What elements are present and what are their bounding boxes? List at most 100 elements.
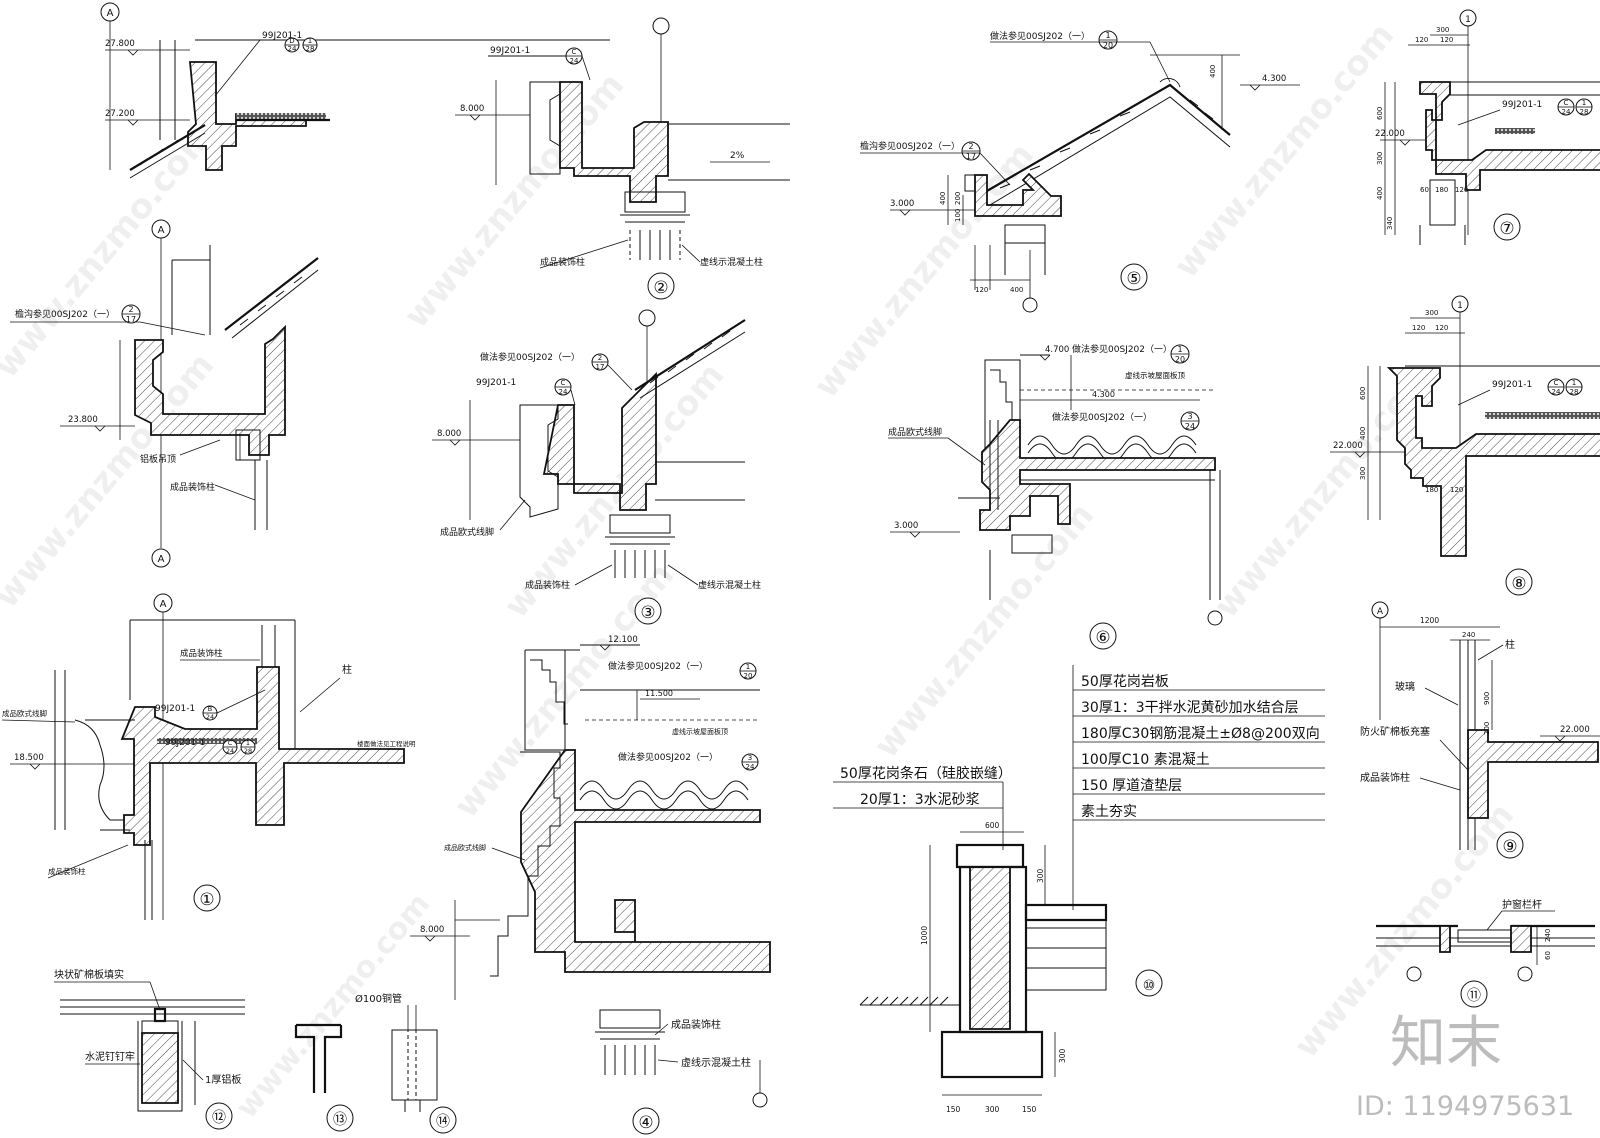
column-label: 柱	[342, 663, 352, 676]
drawing-text: C	[572, 48, 577, 56]
drawing-text: ⑦	[1499, 219, 1514, 239]
dim-240: 240	[1462, 631, 1475, 639]
axis-label: A	[107, 8, 114, 19]
dim-60: 60	[1420, 186, 1429, 194]
level-23800: 23.800	[68, 415, 98, 425]
dim-340: 340	[1386, 217, 1394, 230]
drawing-text: 24	[570, 57, 579, 65]
drawing-text: 1	[746, 663, 750, 671]
drawing-text: ⑥	[1095, 628, 1110, 648]
detail-number-2	[647, 272, 675, 300]
drawing-text: 28	[1580, 108, 1589, 116]
drawing-text: 1	[1465, 15, 1471, 25]
deco-column-label: 成品装饰柱	[525, 579, 570, 591]
drawing-text: 17	[126, 315, 136, 324]
drawing-text: 1	[246, 739, 250, 747]
detail-number-13	[326, 1104, 354, 1132]
detail-number-4	[632, 1107, 660, 1135]
dim-60: 60	[1544, 951, 1552, 960]
drawing-text: 3	[1187, 412, 1192, 421]
dim-900: 900	[1483, 692, 1491, 705]
pipe-label: Ø100铜管	[355, 992, 402, 1005]
detail-4: 12.100 做法参见00SJ202（一） 1 20 11.500 虚线示坡屋面…	[410, 635, 771, 1135]
floor-note: 楼面做法见工程说明	[357, 739, 416, 748]
detail-2: 99J201-1 C 24 2% 8.000 成品装饰柱 虚线示混凝土柱 ②	[455, 17, 790, 300]
dim-300b: 300	[1359, 467, 1367, 480]
layer-left-2: 20厚1：3水泥砂浆	[860, 792, 980, 808]
detail-number-1	[193, 884, 221, 912]
detail-9: A 1200 240 柱 玻璃 防火矿棉板充塞 成品装饰柱 22.000 900…	[1360, 601, 1600, 859]
note-00sj202-1: 做法参见00SJ202（一）	[608, 660, 708, 672]
level-3000: 3.000	[890, 199, 914, 209]
drawing-text: 2	[968, 142, 973, 151]
detail-number-12	[205, 1102, 233, 1130]
level-22000: 22.000	[1560, 725, 1590, 735]
level-22000: 22.000	[1375, 129, 1405, 139]
drawing-text: 3	[748, 754, 752, 762]
level-4300: 4.300	[1092, 390, 1115, 399]
note-00sj202: 做法参见00SJ202（一）	[480, 351, 580, 363]
dim-120b: 120	[1435, 324, 1448, 332]
drawing-text: D	[289, 37, 294, 45]
level-11500: 11.500	[645, 689, 673, 698]
drawing-text: A	[1377, 607, 1384, 617]
drawing-text: ②	[653, 278, 668, 298]
drawing-text: C	[1564, 99, 1569, 107]
watermark-id: ID: 1194975631	[1356, 1091, 1574, 1122]
ref-99j201: 99J201-1	[476, 378, 516, 388]
concrete-column-label: 虚线示混凝土柱	[681, 1056, 751, 1069]
deco-column-bottom-label: 成品装饰柱	[48, 866, 86, 876]
drawing-text: B	[208, 705, 212, 713]
dim-300b: 300	[1058, 1048, 1067, 1063]
detail-number-7	[1493, 213, 1521, 241]
drawing-text: ③	[640, 603, 655, 623]
level-12100: 12.100	[608, 635, 638, 645]
layer-1: 50厚花岗岩板	[1081, 674, 1169, 690]
dim-120c: 120	[1455, 186, 1468, 194]
drawing-text: 20	[1175, 355, 1185, 364]
dim-300c: 300	[985, 1105, 1000, 1114]
detail-13: ⑬	[294, 1023, 354, 1132]
dim-200: 200	[1483, 722, 1491, 735]
concrete-column-label: 虚线示混凝土柱	[700, 256, 763, 268]
level-27800: 27.800	[105, 39, 135, 49]
drawing-text: A	[158, 554, 165, 565]
drawing-text: 20	[1103, 41, 1113, 50]
aluminium-soffit-label: 铝板吊顶	[140, 453, 176, 465]
detail-1-gutter: A A 23.800 檐沟参见00SJ202（一） 2 17 铝板吊顶 成品装饰…	[10, 219, 319, 568]
drawing-text: ⑪	[1467, 988, 1481, 1004]
drawing-text: A	[158, 225, 165, 236]
watermark-site: www.znzmo.com	[0, 345, 222, 615]
dim-150b: 150	[1022, 1105, 1037, 1114]
dim-400c: 400	[1010, 286, 1023, 294]
drawing-text: 24	[206, 713, 214, 721]
layer-4: 100厚C10 素混凝土	[1081, 752, 1210, 768]
drawing-text: 2	[128, 305, 133, 314]
slab-note: 虚线示坡屋面板顶	[672, 727, 728, 736]
deco-column-label: 成品装饰柱	[170, 481, 215, 493]
dim-600: 600	[1376, 107, 1384, 120]
dim-300: 300	[1425, 309, 1438, 317]
dim-300: 300	[1436, 26, 1449, 34]
dim-600: 600	[985, 821, 1000, 830]
drawing-text: 28	[306, 45, 315, 53]
drawing-text: 2	[598, 354, 602, 362]
ref-99j201: 99J201-1	[1492, 380, 1532, 390]
detail-12: 块状矿棉板填实 水泥钉钉牢 1厚铝板 ⑫	[54, 968, 245, 1130]
drawing-text: 1	[1457, 301, 1463, 311]
layer-5: 150 厚道渣垫层	[1081, 778, 1182, 794]
detail-number-8	[1505, 568, 1533, 596]
aluminium-label: 1厚铝板	[205, 1073, 241, 1086]
fireproof-label: 防火矿棉板充塞	[1360, 725, 1430, 738]
detail-11: 护窗栏杆 240 60 ⑪	[1376, 898, 1595, 1008]
detail-number-10	[1135, 969, 1163, 997]
detail-number-11	[1460, 980, 1488, 1008]
note-00sj202-2: 做法参见00SJ202（一）	[1052, 411, 1152, 423]
drawing-text: 24	[288, 45, 297, 53]
dim-400b: 400	[939, 192, 947, 205]
drawing-text: ⑫	[212, 1110, 226, 1126]
dim-120: 120	[1412, 324, 1425, 332]
drawing-text: 17	[596, 363, 605, 371]
drawing-text: C	[561, 379, 566, 387]
drawing-text: 17	[966, 152, 976, 161]
